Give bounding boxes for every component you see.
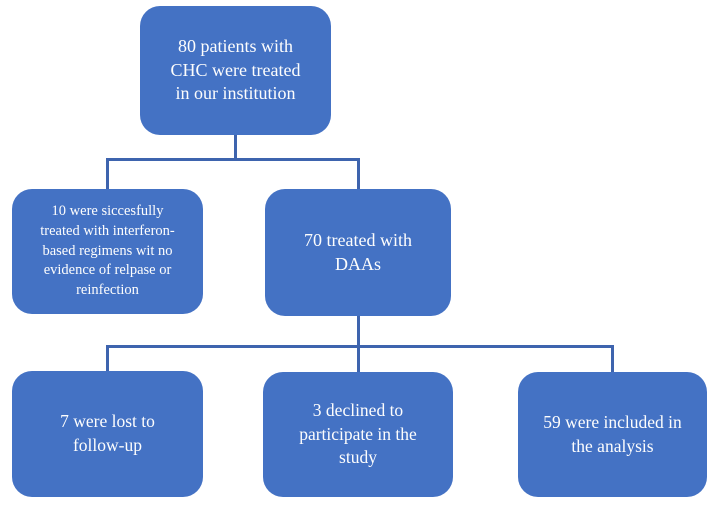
connector-drop-included (611, 345, 614, 373)
flow-node-declined: 3 declined to participate in the study (263, 372, 453, 497)
connector-root-stem (234, 134, 237, 160)
flow-node-included: 59 were included in the analysis (518, 372, 707, 497)
flow-node-root: 80 patients with CHC were treated in our… (140, 6, 331, 135)
connector-row2-rail (106, 158, 360, 161)
connector-daas-stem (357, 315, 360, 373)
connector-drop-lost (106, 345, 109, 373)
connector-drop-daas (357, 158, 360, 190)
flow-node-daas: 70 treated with DAAs (265, 189, 451, 316)
connector-drop-interferon (106, 158, 109, 190)
flow-node-lost: 7 were lost to follow-up (12, 371, 203, 497)
flow-node-interferon: 10 were siccesfully treated with interfe… (12, 189, 203, 314)
connector-row3-rail (106, 345, 614, 348)
